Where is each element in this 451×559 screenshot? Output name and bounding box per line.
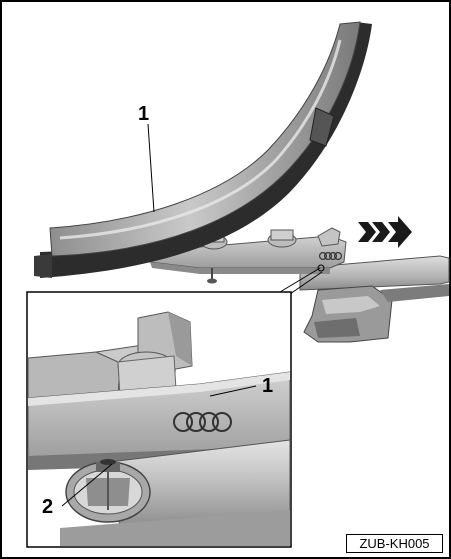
callout-1-detail: 1: [262, 375, 273, 397]
four-rings-logo: [173, 412, 232, 432]
callout-1-detail-leader: [209, 385, 257, 397]
roof-rail: [299, 255, 450, 343]
callout-1-top-leader: [147, 123, 155, 213]
upper-view: 1: [34, 21, 450, 343]
figure-id-label: ZUB-KH005: [346, 534, 443, 553]
carrier-arm: [34, 21, 372, 278]
callout-1-top: 1: [138, 103, 149, 125]
callout-2-detail-leader: [61, 463, 113, 507]
four-rings-logo-small: [319, 252, 343, 261]
triple-chevron-right-arrow: [358, 216, 412, 248]
detail-inset: 1 2: [26, 291, 292, 548]
callout-2-detail: 2: [42, 496, 53, 518]
